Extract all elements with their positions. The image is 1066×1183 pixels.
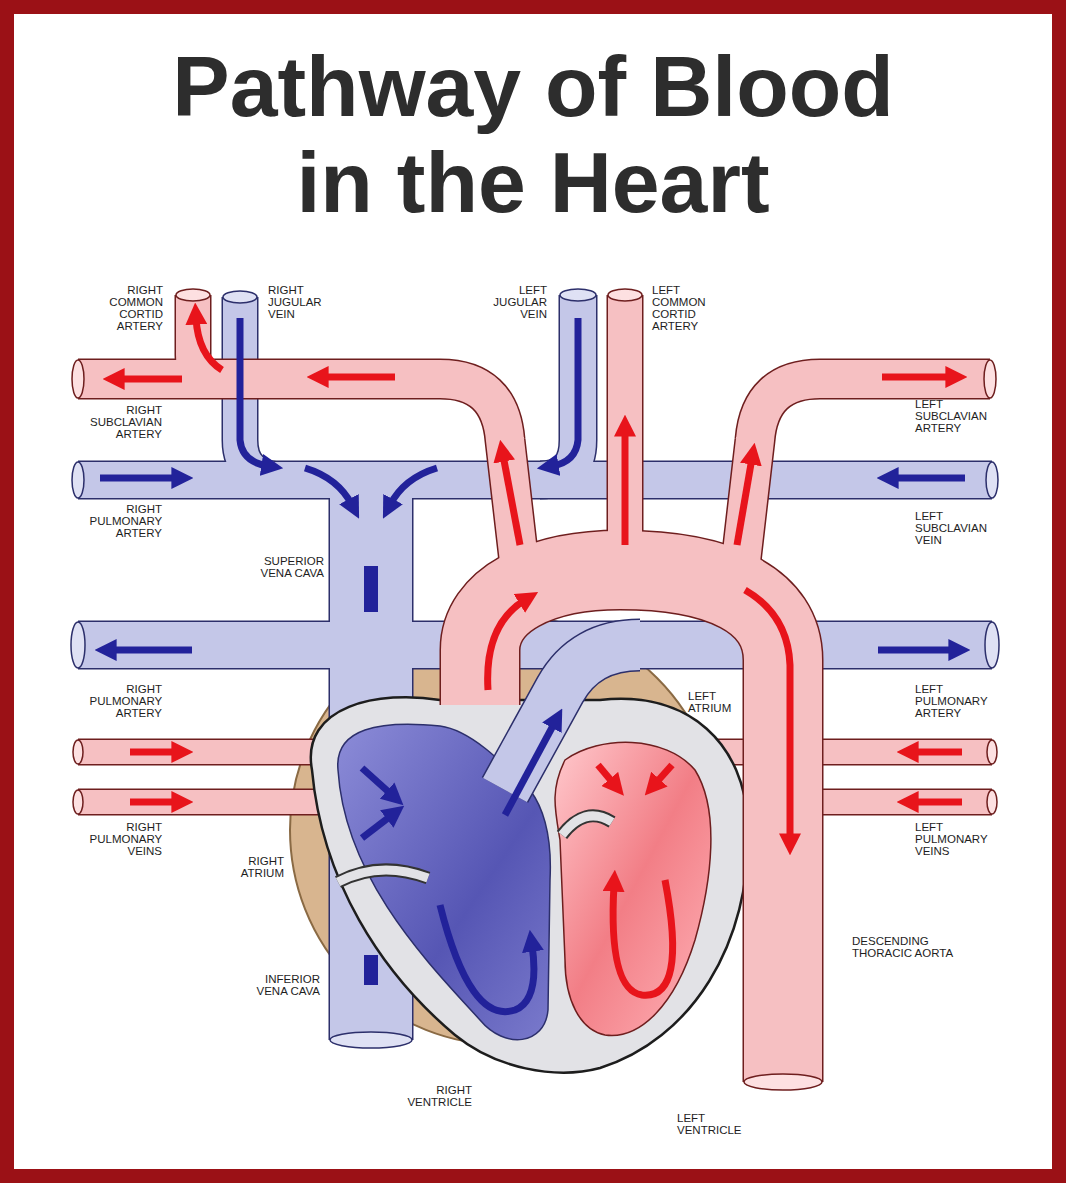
flow-arrow <box>878 647 955 654</box>
flow-arrow <box>613 880 673 995</box>
left-chambers <box>555 742 711 1035</box>
part-label: SUPERIOR VENA CAVA <box>252 555 324 579</box>
flow-arrow <box>912 749 962 756</box>
part-label: LEFT ATRIUM <box>688 690 731 714</box>
flow-arrow <box>240 318 268 466</box>
flow-arrow <box>118 376 182 383</box>
part-label: LEFT SUBCLAVIAN ARTERY <box>915 398 987 434</box>
vessel-opening <box>71 622 85 668</box>
flow-arrow <box>505 722 555 815</box>
flow-arrow <box>100 475 178 482</box>
flow-arrow <box>655 765 672 784</box>
part-label: RIGHT PULMONARY ARTERY <box>90 683 162 719</box>
flow-arrow <box>110 647 192 654</box>
pulmonary-trunk <box>505 645 640 790</box>
flow-arrow <box>130 799 178 806</box>
artery-group <box>72 289 996 1090</box>
part-label: LEFT PULMONARY ARTERY <box>915 683 987 719</box>
flow-arrow <box>322 374 395 381</box>
part-label: RIGHT JUGULAR VEIN <box>268 284 322 320</box>
valve-wall <box>338 870 428 882</box>
vein-fill <box>540 295 578 480</box>
part-label: RIGHT SUBCLAVIAN ARTERY <box>90 404 162 440</box>
part-label: RIGHT ATRIUM <box>241 855 284 879</box>
part-label: RIGHT VENTRICLE <box>407 1084 472 1108</box>
part-label: INFERIOR VENA CAVA <box>248 973 320 997</box>
part-label: RIGHT COMMON CORTID ARTERY <box>109 284 163 332</box>
valve-wall <box>338 870 428 882</box>
artery-outline <box>607 295 644 570</box>
artery-fill <box>78 379 520 570</box>
vein-fill <box>505 645 640 790</box>
flow-arrow <box>362 815 392 838</box>
vein-outline <box>78 461 992 500</box>
vessel-opening <box>985 622 999 668</box>
vessel-opening <box>73 790 83 814</box>
valve-wall <box>562 816 612 835</box>
vein-outline <box>505 645 640 790</box>
vessel-opening <box>560 289 596 301</box>
part-label: RIGHT PULMONARY ARTERY <box>90 503 162 539</box>
title: Pathway of Blood in the Heart <box>143 38 923 230</box>
flow-arrow <box>745 590 790 840</box>
vessel-opening <box>330 1032 412 1048</box>
vessel-opening <box>72 360 84 398</box>
valve-wall <box>562 816 612 835</box>
vessel-opening <box>73 740 83 764</box>
vein-fill <box>78 462 992 498</box>
flow-arrow <box>196 318 222 370</box>
flow-arrow <box>390 468 437 505</box>
flow-arrow <box>130 749 178 756</box>
flow-arrow <box>892 475 965 482</box>
flow-bar <box>364 955 378 985</box>
artery-fill <box>740 379 990 570</box>
vessel-opening <box>744 1074 822 1090</box>
artery-outline <box>740 379 990 570</box>
vessel-opening <box>987 790 997 814</box>
flow-arrow <box>362 768 392 795</box>
flow-arrow <box>737 458 752 545</box>
part-label: LEFT VENTRICLE <box>677 1112 742 1136</box>
part-label: LEFT JUGULAR VEIN <box>493 284 547 320</box>
flow-arrow <box>598 765 614 784</box>
vessel-opening <box>176 289 210 301</box>
vessel-opening <box>608 289 642 301</box>
vessel-opening <box>223 291 257 303</box>
flow-arrow <box>912 799 962 806</box>
part-label: LEFT SUBCLAVIAN VEIN <box>915 510 987 546</box>
vessel-opening <box>72 462 84 498</box>
part-label: RIGHT PULMONARY VEINS <box>90 821 162 857</box>
vein-group <box>71 289 999 1048</box>
flow-arrow <box>440 905 534 1012</box>
artery-fill <box>608 295 642 570</box>
vein-outline <box>540 295 578 480</box>
vessel-opening <box>986 462 998 498</box>
flow-arrow <box>503 455 520 545</box>
flow-arrow <box>552 318 578 466</box>
oxygenated-flow-arrows <box>118 318 962 995</box>
flow-arrow <box>305 468 352 505</box>
flow-arrow <box>882 374 952 381</box>
flow-arrow <box>622 430 629 545</box>
part-label: LEFT PULMONARY VEINS <box>915 821 987 857</box>
part-label: DESCENDING THORACIC AORTA <box>852 935 967 959</box>
part-label: LEFT COMMON CORTID ARTERY <box>652 284 706 332</box>
vessel-opening <box>987 740 997 764</box>
vessel-opening <box>984 360 996 398</box>
flow-bar <box>364 566 378 612</box>
flow-arrow <box>488 600 525 690</box>
artery-outline <box>78 379 520 570</box>
deoxygenated-flow-arrows <box>100 318 965 1012</box>
